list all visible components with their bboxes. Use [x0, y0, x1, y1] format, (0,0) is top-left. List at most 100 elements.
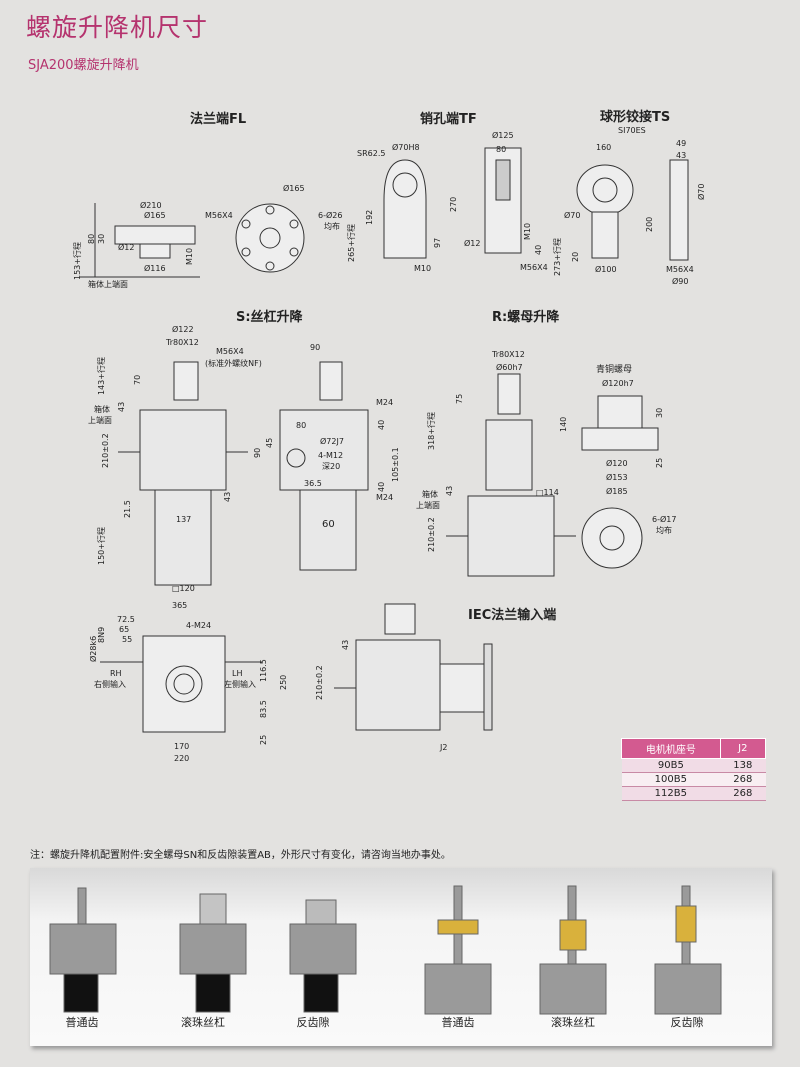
r-dim: 均布 — [656, 525, 672, 535]
fl-dim: 153+行程 — [72, 242, 82, 280]
table-cell: 268 — [720, 786, 766, 801]
plan-dim: 8N9 — [97, 627, 106, 643]
technical-drawings: 法兰端FL 销孔端TF 球形铰接TS SI70ES S:丝杠升降 R:螺母升降 … — [72, 109, 706, 763]
plan-dim: 250 — [279, 675, 288, 690]
table-row: 90B5 138 — [621, 758, 766, 773]
plan-dim: 83.5 — [259, 700, 268, 718]
plan-dim: 116.5 — [259, 659, 268, 682]
fl-dim: Ø165 — [144, 210, 166, 220]
tf-dim: 270 — [449, 197, 458, 212]
s-side-dim: M24 — [376, 398, 393, 407]
section-title-iec: IEC法兰输入端 — [468, 607, 556, 623]
tf-dim: 192 — [365, 210, 374, 225]
plan-dim: 25 — [259, 735, 268, 745]
photo-caption: 滚珠丝杠 — [551, 1016, 595, 1029]
ts-dim: 43 — [676, 151, 686, 160]
iec-dim: 210±0.2 — [315, 665, 324, 700]
table-cell: 268 — [720, 772, 766, 787]
s-side-dim: 40 — [377, 482, 386, 492]
s-dim: 137 — [176, 515, 191, 524]
plan-dim: 65 — [119, 625, 129, 634]
r-dim: 箱体 — [422, 489, 438, 499]
s-side-dim: 90 — [310, 343, 320, 352]
fl-dim: 80 — [87, 234, 96, 244]
tf-dim: 40 — [534, 245, 543, 255]
tf-dim: Ø125 — [492, 130, 514, 140]
bronze-nut — [581, 395, 659, 451]
page-title: 螺旋升降机尺寸 — [26, 13, 209, 42]
r-dim: □114 — [536, 488, 559, 497]
photo-caption: 滚珠丝杠 — [181, 1016, 225, 1029]
s-dim: Ø122 — [172, 324, 194, 334]
s-side-dim: 36.5 — [304, 479, 322, 488]
ts-dim: 49 — [676, 139, 686, 148]
ts-dim: 160 — [596, 143, 611, 152]
s-jack-side — [279, 361, 369, 571]
s-side-dim: 60 — [322, 519, 335, 530]
s-side-dim: 45 — [265, 438, 274, 448]
section-subtitle-ts: SI70ES — [618, 126, 646, 135]
r-dim: Ø60h7 — [496, 362, 523, 372]
tf-dim: SR62.5 — [357, 149, 385, 158]
fl-dim: M10 — [185, 248, 194, 265]
ts-dim: Ø90 — [672, 276, 688, 286]
ts-dim: Ø100 — [595, 264, 617, 274]
section-title-bronze: 青铜螺母 — [596, 363, 632, 375]
tf-dim: M10 — [414, 264, 431, 273]
plan-dim: 220 — [174, 754, 189, 763]
page-subtitle: SJA200螺旋升降机 — [28, 58, 139, 73]
photo-caption: 普通齿 — [65, 1016, 99, 1029]
bronze-dim: 30 — [655, 408, 664, 418]
s-side-dim: 4-M12 — [318, 451, 343, 460]
plan-dim: 左侧输入 — [224, 679, 256, 689]
r-flange-front — [581, 507, 643, 569]
s-jack-front — [118, 361, 248, 586]
s-dim: M56X4 — [216, 347, 244, 356]
s-side-dim: Ø72J7 — [320, 436, 344, 446]
plan-dim: 4-M24 — [186, 621, 211, 630]
section-title-ts: 球形铰接TS — [600, 109, 670, 125]
plan-view — [100, 635, 262, 733]
fl-dim: 均布 — [324, 221, 340, 231]
tf-dim: 265+行程 — [346, 224, 356, 262]
ts-dim: 273+行程 — [552, 238, 562, 276]
fl-dim: M56X4 — [205, 211, 233, 220]
s-dim: □120 — [172, 584, 195, 593]
motor-table: 电机机座号 J2 90B5 138 100B5 268 112B5 268 — [621, 738, 767, 801]
plan-dim: 右侧输入 — [94, 679, 126, 689]
tf-dim: Ø70H8 — [392, 142, 420, 152]
bronze-dim: Ø120 — [606, 458, 628, 468]
s-dim: 43 — [117, 402, 126, 412]
s-dim: 43 — [223, 492, 232, 502]
photo-caption: 普通齿 — [441, 1016, 475, 1029]
r-dim: Tr80X12 — [491, 350, 525, 359]
plan-dim: 72.5 — [117, 615, 135, 624]
s-dim: Tr80X12 — [165, 338, 199, 347]
plan-dim: LH — [232, 669, 242, 678]
plan-dim: 55 — [122, 635, 132, 644]
s-side-dim: M24 — [376, 493, 393, 502]
ts-rod-end-side — [669, 159, 689, 261]
bronze-dim: Ø120h7 — [602, 378, 634, 388]
ts-dim: Ø70 — [564, 210, 580, 220]
ts-rod-end-front — [576, 164, 634, 259]
fl-dim: 30 — [97, 234, 106, 244]
plan-dim: 170 — [174, 742, 189, 751]
s-side-dim: 80 — [296, 421, 306, 430]
bronze-dim: 25 — [655, 458, 664, 468]
r-jack-front — [446, 373, 576, 577]
iec-dim: J2 — [439, 743, 447, 752]
s-dim: 210±0.2 — [101, 433, 110, 468]
plan-dim: Ø28k6 — [88, 636, 98, 662]
fl-flange-front — [235, 203, 305, 273]
s-dim: (标准外螺纹NF) — [205, 358, 262, 368]
plan-dim: RH — [110, 669, 122, 678]
fl-dim: Ø210 — [140, 200, 162, 210]
s-dim: 70 — [133, 375, 142, 385]
ts-dim: 200 — [645, 217, 654, 232]
motor-table-header: J2 — [719, 738, 767, 759]
tf-dim: Ø12 — [464, 238, 480, 248]
fl-dim: Ø116 — [144, 263, 166, 273]
fl-dim: Ø165 — [283, 183, 305, 193]
table-row: 100B5 268 — [621, 772, 766, 787]
